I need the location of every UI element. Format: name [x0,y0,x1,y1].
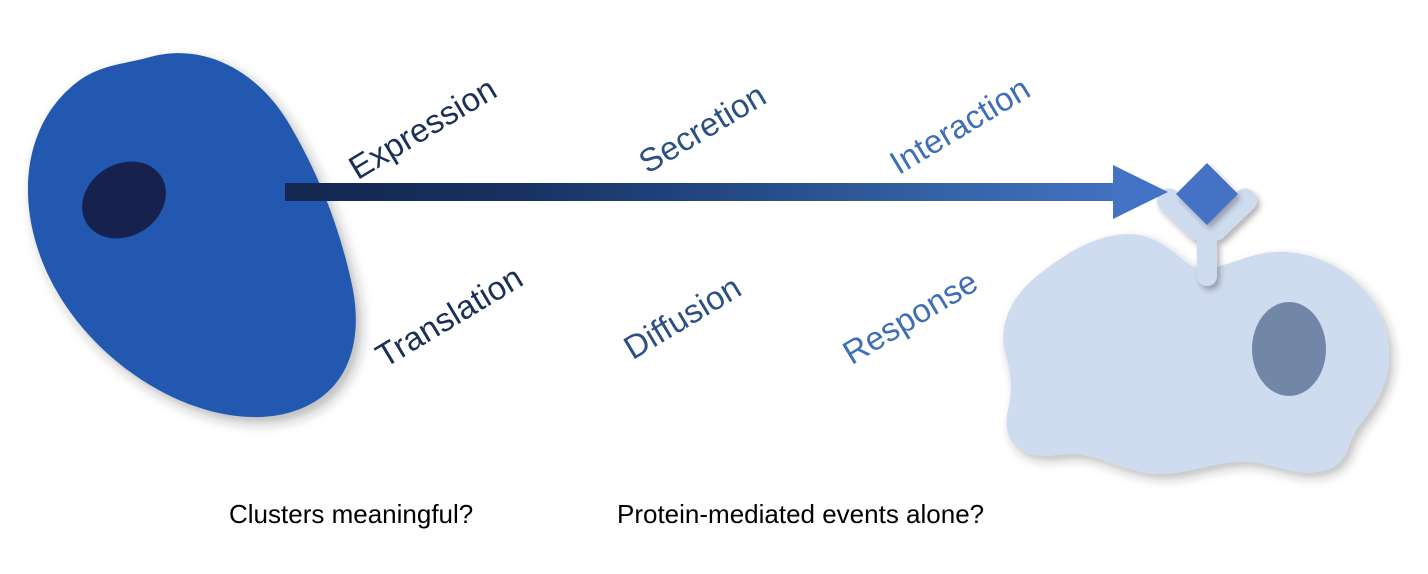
y-receptor-right-arm [1205,188,1257,241]
caption-clusters-meaningful: Clusters meaningful? [229,499,474,529]
signal-arrow [285,165,1168,219]
receiver-cell [1003,234,1390,474]
sender-cell-nucleus [82,161,166,239]
sender-cell [27,53,356,418]
sender-cell-membrane [27,53,356,418]
receiver-cell-membrane [1003,234,1390,474]
receiver-cell-nucleus [1252,302,1326,396]
y-receptor-icon [1157,188,1257,286]
arrow-shaft [285,183,1130,201]
caption-protein-mediated-events: Protein-mediated events alone? [617,499,985,529]
arrow-head [1113,165,1168,219]
y-receptor-left-arm [1157,188,1209,241]
diamond-ligand-icon [1176,163,1238,225]
